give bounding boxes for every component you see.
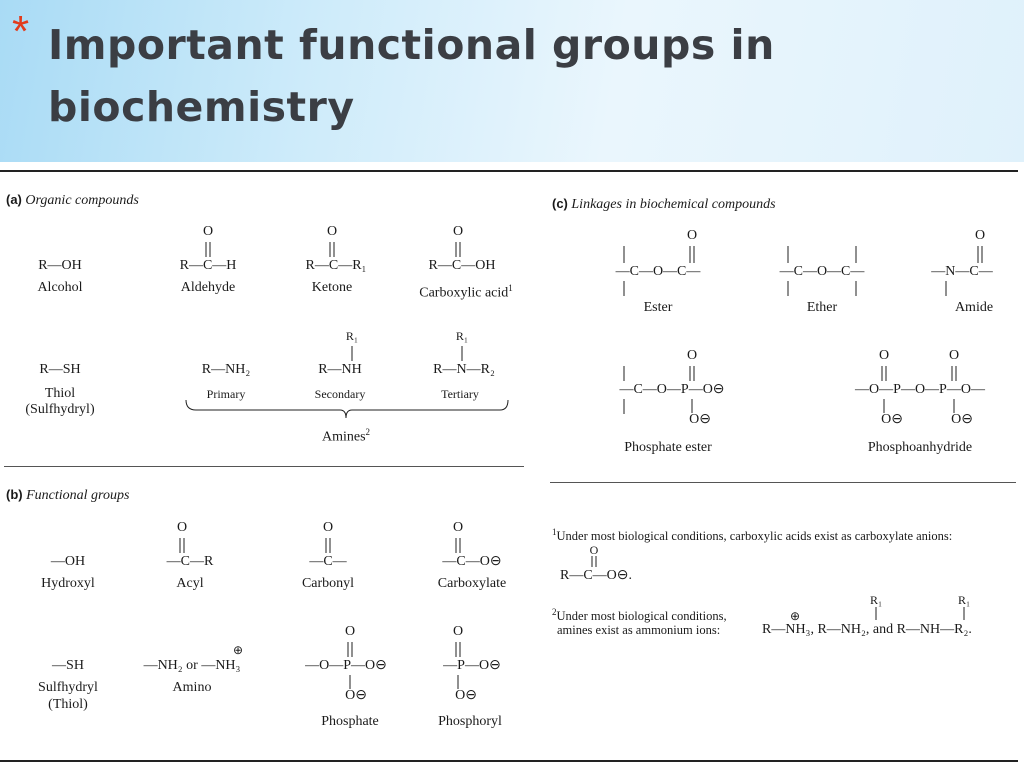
functional-groups-figure: (a) Organic compounds (b) Functional gro… [0, 162, 1024, 768]
rule-c-notes [550, 482, 1016, 483]
amines-label: Amines2 [321, 427, 371, 445]
section-a-heading: (a) Organic compounds [6, 192, 139, 208]
section-b-heading: (b) Functional groups [6, 487, 130, 503]
bullet-star: * [12, 7, 30, 56]
bond-lines [179, 242, 983, 689]
rule-bottom [0, 760, 1018, 762]
section-c-heading: (c) Linkages in biochemical compounds [552, 196, 776, 212]
slide-header: * Important functional groups in biochem… [0, 0, 1024, 162]
slide-title: Important functional groups in biochemis… [48, 21, 775, 131]
rule-a-b [4, 466, 524, 467]
rule-top [0, 170, 1018, 172]
